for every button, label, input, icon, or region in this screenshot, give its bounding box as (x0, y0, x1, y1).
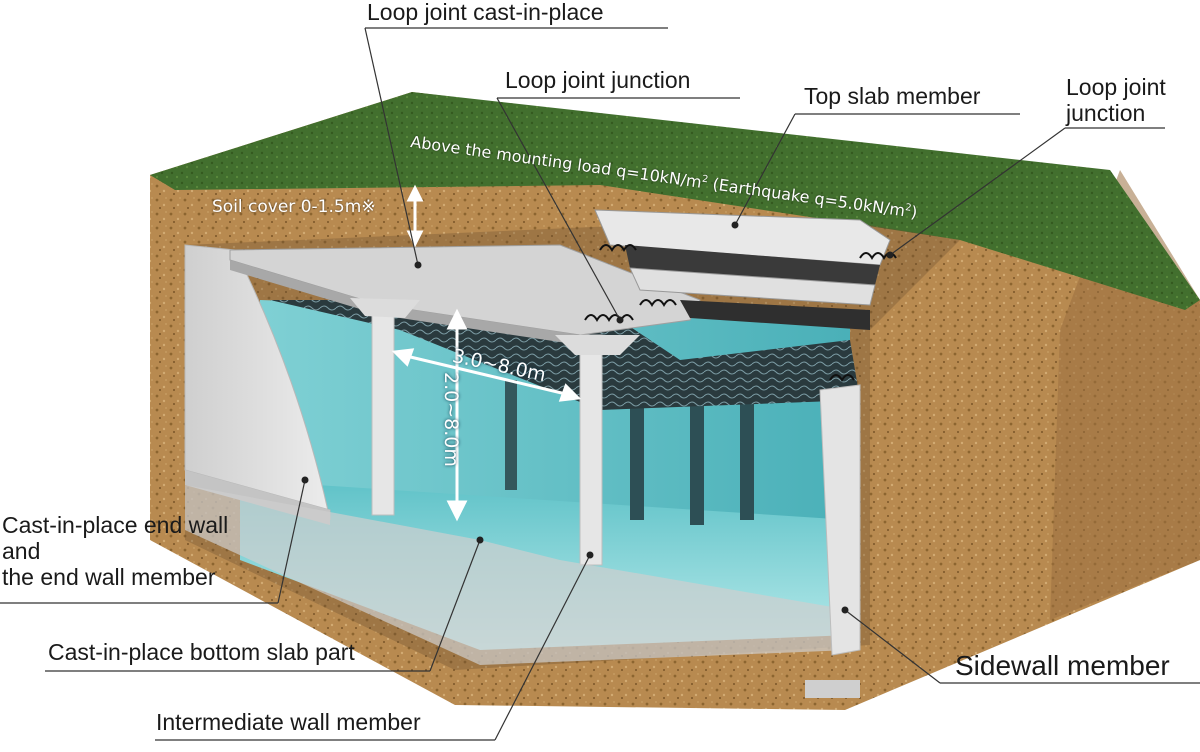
label-line: the end wall member (2, 563, 216, 590)
top-slab-member-4 (680, 300, 870, 330)
grass-top (150, 92, 1200, 310)
leader-lines (0, 27, 1200, 741)
top-slab-member (594, 209, 891, 266)
bottom-slab-strip (185, 485, 850, 665)
label-top-slab-member: Top slab member (804, 83, 981, 109)
label-span-height: 2.0~8.0m (440, 372, 462, 467)
rubble-layer (270, 300, 860, 410)
label-loop-joint-cast: Loop joint cast-in-place (367, 0, 604, 25)
label-loop-joint-junction-center: Loop joint junction (505, 67, 691, 93)
label-line: Cast-in-place end wall (2, 512, 229, 538)
label-line: junction (1066, 99, 1146, 126)
intermediate-wall (579, 334, 603, 566)
top-slab-member-2 (625, 245, 880, 285)
column-capital (350, 298, 420, 318)
inner-column (740, 370, 754, 520)
sidewall (819, 384, 861, 656)
column-capital (555, 335, 640, 355)
label-soil-cover: Soil cover 0-1.5m※ (212, 197, 376, 217)
inner-column (505, 380, 517, 490)
label-loop-joint-junction-right: Loop joint junction (1066, 74, 1166, 127)
label-end-wall: Cast-in-place end wall and the end wall … (2, 512, 229, 590)
label-bottom-slab: Cast-in-place bottom slab part (48, 639, 355, 665)
label-intermediate-wall: Intermediate wall member (156, 709, 421, 735)
dimension-arrows (391, 184, 582, 522)
sidewall-footing (805, 680, 860, 698)
label-line: and (2, 537, 41, 564)
top-slab-front-edge (230, 260, 580, 345)
top-slab-member-3 (629, 267, 876, 306)
label-line: Loop joint (1066, 74, 1166, 100)
intermediate-wall (371, 299, 395, 516)
label-sidewall-member: Sidewall member (955, 650, 1170, 681)
leader-dots (301, 221, 894, 614)
